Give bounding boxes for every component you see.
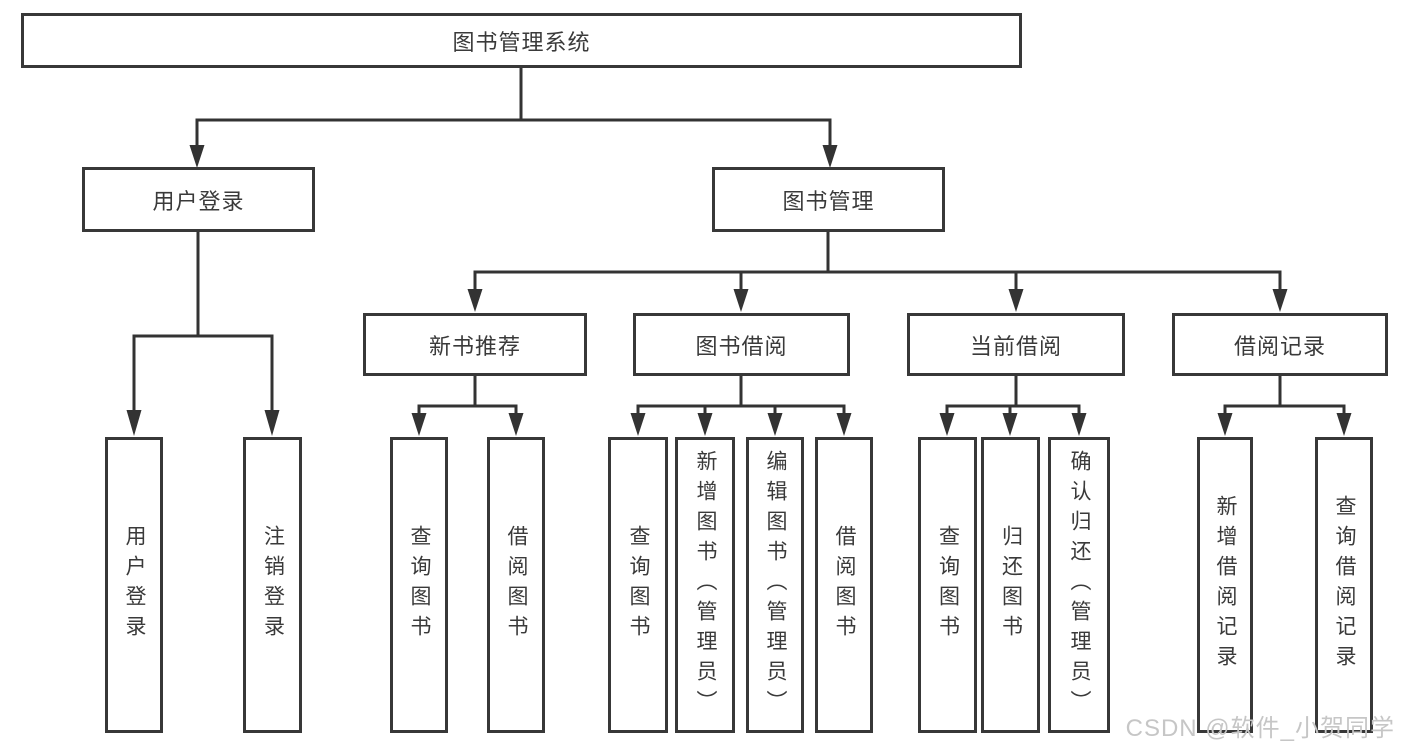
leaf-label: 借阅图书 (505, 525, 529, 645)
node-user-login: 用户登录 (82, 167, 315, 232)
node-label: 新书推荐 (428, 333, 521, 359)
leaf-label: 借阅图书 (833, 525, 857, 645)
node-label: 图书管理系统 (452, 29, 591, 55)
node-label: 图书管理 (782, 188, 875, 214)
csdn-watermark: CSDN @软件_小贺同学 (1125, 715, 1395, 742)
connector-strokes (132, 68, 1346, 416)
leaf-query-books-borrowing: 查询图书 (608, 437, 668, 733)
leaf-add-book-admin: 新增图书（管理员） (675, 437, 735, 733)
leaf-label: 用户登录 (123, 525, 147, 645)
node-label: 当前借阅 (969, 333, 1062, 359)
leaf-label: 新增借阅记录 (1214, 495, 1238, 675)
leaf-label: 查询图书 (408, 525, 432, 645)
node-library-management-system: 图书管理系统 (21, 13, 1022, 68)
leaf-query-borrow-record: 查询借阅记录 (1315, 437, 1373, 733)
leaf-label: 编辑图书（管理员） (764, 450, 788, 720)
leaf-label: 查询图书 (936, 525, 960, 645)
leaf-return-book: 归还图书 (981, 437, 1040, 733)
leaf-query-books-current: 查询图书 (918, 437, 977, 733)
leaf-label: 新增图书（管理员） (694, 450, 718, 720)
leaf-label: 归还图书 (999, 525, 1023, 645)
leaf-edit-book-admin: 编辑图书（管理员） (746, 437, 804, 733)
leaf-label: 查询图书 (627, 525, 651, 645)
node-label: 图书借阅 (695, 333, 788, 359)
node-new-book-recommendation: 新书推荐 (363, 313, 587, 376)
leaf-user-login: 用户登录 (105, 437, 163, 733)
node-current-borrowing: 当前借阅 (907, 313, 1125, 376)
leaf-logout: 注销登录 (243, 437, 302, 733)
leaf-borrow-books: 借阅图书 (815, 437, 873, 733)
leaf-label: 查询借阅记录 (1333, 495, 1357, 675)
node-label: 用户登录 (152, 188, 245, 214)
node-book-borrowing: 图书借阅 (633, 313, 850, 376)
leaf-label: 确认归还（管理员） (1068, 450, 1092, 720)
leaf-borrow-books-recommendation: 借阅图书 (487, 437, 545, 733)
leaf-label: 注销登录 (261, 525, 285, 645)
node-borrowing-records: 借阅记录 (1172, 313, 1388, 376)
leaf-confirm-return-admin: 确认归还（管理员） (1048, 437, 1110, 733)
connector-arrowheads (126, 145, 1352, 436)
node-book-management: 图书管理 (712, 167, 945, 232)
leaf-add-borrow-record: 新增借阅记录 (1197, 437, 1253, 733)
leaf-query-books-recommendation: 查询图书 (390, 437, 448, 733)
node-label: 借阅记录 (1233, 333, 1326, 359)
